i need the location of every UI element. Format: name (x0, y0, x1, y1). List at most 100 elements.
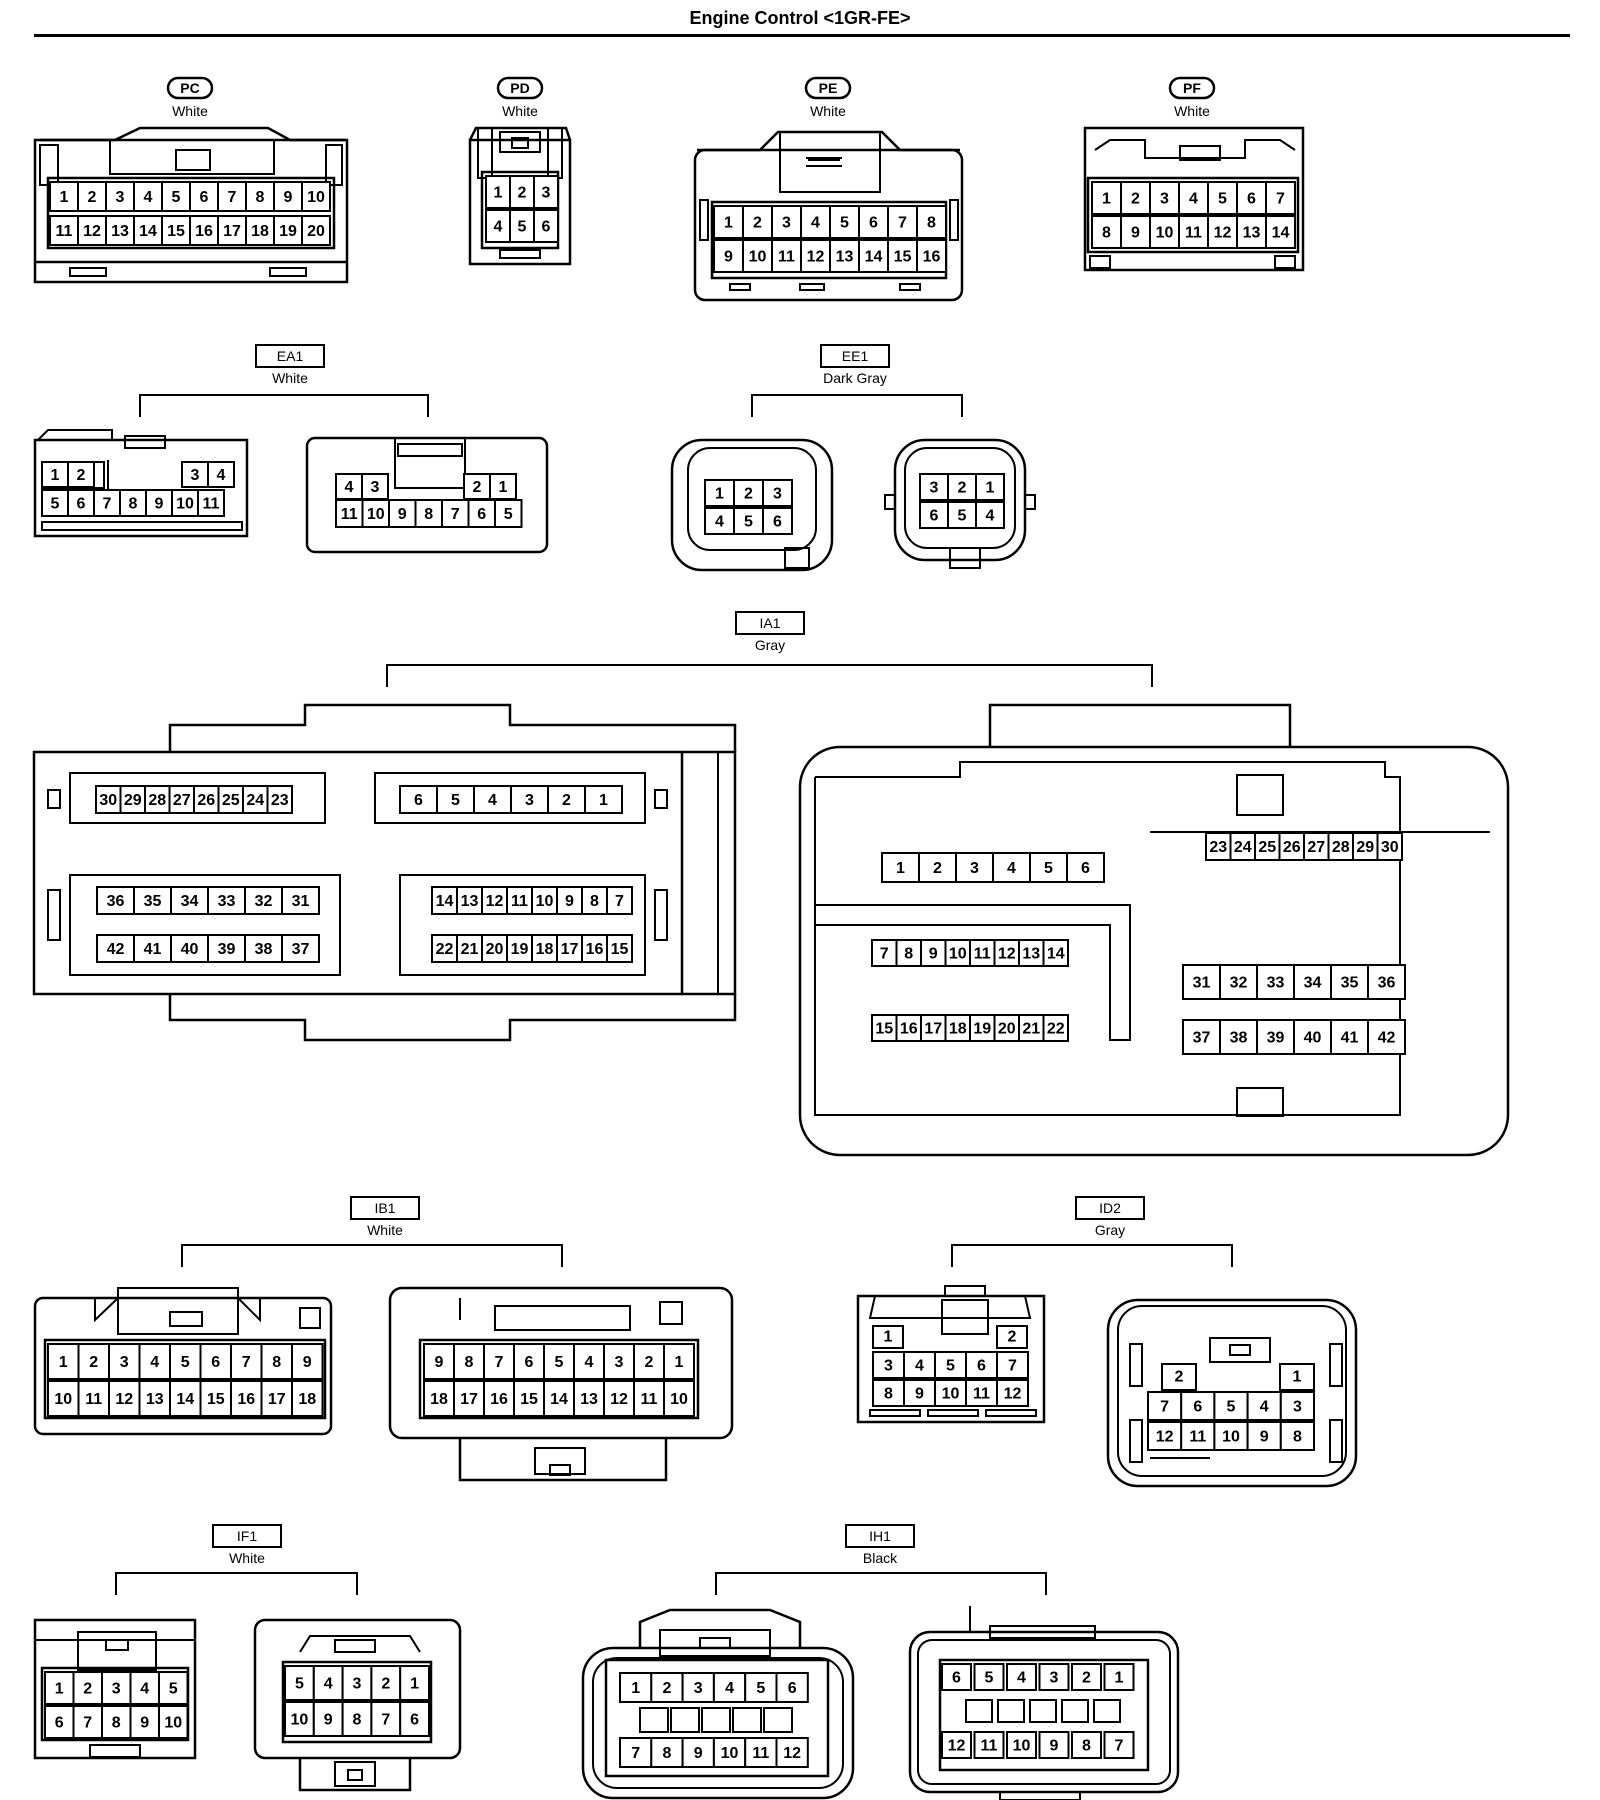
pin-cell (108, 1343, 141, 1380)
pin-number: 19 (973, 1021, 991, 1038)
pin-cell (145, 489, 173, 517)
pin-number: 4 (494, 219, 503, 236)
pin-cell (242, 785, 269, 814)
pin-number: 37 (1193, 1030, 1211, 1047)
pin-number: 10 (942, 1386, 960, 1403)
pin-cell (996, 1379, 1029, 1407)
empty-cavity (1061, 1699, 1089, 1723)
pin-number: 10 (1013, 1738, 1031, 1755)
pin-cell (189, 181, 219, 212)
pin-cell (260, 1343, 293, 1380)
pin-cell (918, 852, 957, 883)
pin-cell (509, 175, 535, 209)
pin-cell (663, 1343, 695, 1380)
pin-cell (1279, 1391, 1316, 1421)
pin-cell (431, 886, 458, 915)
pin-number: 5 (181, 1354, 190, 1371)
pin-number: 29 (124, 792, 142, 809)
pin-cell (399, 1701, 431, 1737)
pin-number: 10 (1222, 1429, 1240, 1446)
pin-number: 5 (504, 506, 513, 523)
pin-cell (1066, 852, 1105, 883)
pin-number: 5 (169, 1681, 178, 1698)
pin-cell (129, 1705, 160, 1739)
pin-number: 18 (430, 1391, 448, 1408)
pin-number: 15 (611, 941, 629, 958)
pin-number: 39 (218, 941, 236, 958)
connector-color: White (502, 103, 538, 119)
pin-cell (1038, 1663, 1070, 1691)
pin-number: 3 (930, 480, 939, 497)
pin-cell (260, 1380, 293, 1417)
pin-cell (1006, 1731, 1037, 1759)
pin-number: 16 (195, 223, 213, 240)
pin-number: 2 (381, 1676, 390, 1693)
pin-number: 5 (985, 1670, 994, 1687)
pin-cell (158, 1671, 189, 1705)
pin-cell (47, 1380, 80, 1417)
pin-number: 8 (112, 1715, 121, 1732)
pin-number: 3 (542, 185, 551, 202)
pin-number: 13 (580, 1391, 598, 1408)
pin-number: 5 (555, 1354, 564, 1371)
pin-number: 9 (724, 249, 733, 266)
pin-number: 11 (1185, 225, 1202, 242)
pin-number: 1 (1102, 191, 1111, 208)
pin-number: 4 (585, 1354, 594, 1371)
empty-cavity (732, 1707, 762, 1733)
pin-number: 8 (884, 1386, 893, 1403)
pin-cell (481, 934, 508, 963)
pin-number: 2 (662, 1680, 671, 1697)
pin-cell (77, 1343, 110, 1380)
pin-number: 2 (473, 479, 482, 496)
pin-number: 2 (1082, 1670, 1091, 1687)
pin-number: 13 (461, 893, 479, 910)
pin-number: 4 (217, 467, 226, 484)
connector-bracket (139, 394, 429, 417)
pin-cell (105, 181, 135, 212)
pin-number: 13 (836, 249, 854, 266)
empty-cavity (997, 1699, 1025, 1723)
pin-cell (291, 1380, 324, 1417)
pin-cell (1293, 1019, 1332, 1055)
connector-code: EA1 (277, 348, 304, 364)
pin-cell (533, 209, 559, 243)
connector-code-badge (166, 76, 214, 100)
pin-cell (887, 239, 918, 273)
pin-cell (1303, 832, 1330, 861)
pin-number: 5 (1227, 1399, 1236, 1416)
pin-number: 4 (986, 508, 995, 525)
connector-code-box (820, 344, 890, 368)
pin-cell (771, 205, 802, 239)
pin-cell (301, 215, 331, 246)
connector-color: Black (863, 1550, 898, 1566)
pin-cell (133, 215, 163, 246)
pin-number: 35 (144, 893, 162, 910)
pin-cell (1042, 939, 1069, 967)
pin-cell (762, 507, 793, 535)
pin-cell (973, 1731, 1005, 1759)
pin-number: 2 (753, 215, 762, 232)
pin-number: 9 (1050, 1738, 1059, 1755)
pin-cell (713, 239, 744, 273)
pin-number: 2 (1008, 1329, 1017, 1346)
pin-number: 38 (255, 941, 273, 958)
pin-number: 3 (615, 1354, 624, 1371)
pin-number: 17 (460, 1391, 478, 1408)
pin-number: 9 (155, 496, 164, 513)
pin-cell (1219, 964, 1258, 1000)
pin-number: 12 (783, 1745, 801, 1762)
pin-number: 5 (451, 792, 460, 809)
pin-cell (1213, 1391, 1249, 1421)
pin-cell (509, 209, 535, 243)
pin-number: 12 (486, 893, 504, 910)
pin-number: 7 (631, 1745, 640, 1762)
pin-number: 7 (1160, 1399, 1169, 1416)
pin-cell (871, 1014, 898, 1042)
pin-number: 2 (645, 1354, 654, 1371)
pin-cell (49, 181, 79, 212)
pin-cell (281, 934, 320, 963)
connector-color: White (272, 370, 308, 386)
